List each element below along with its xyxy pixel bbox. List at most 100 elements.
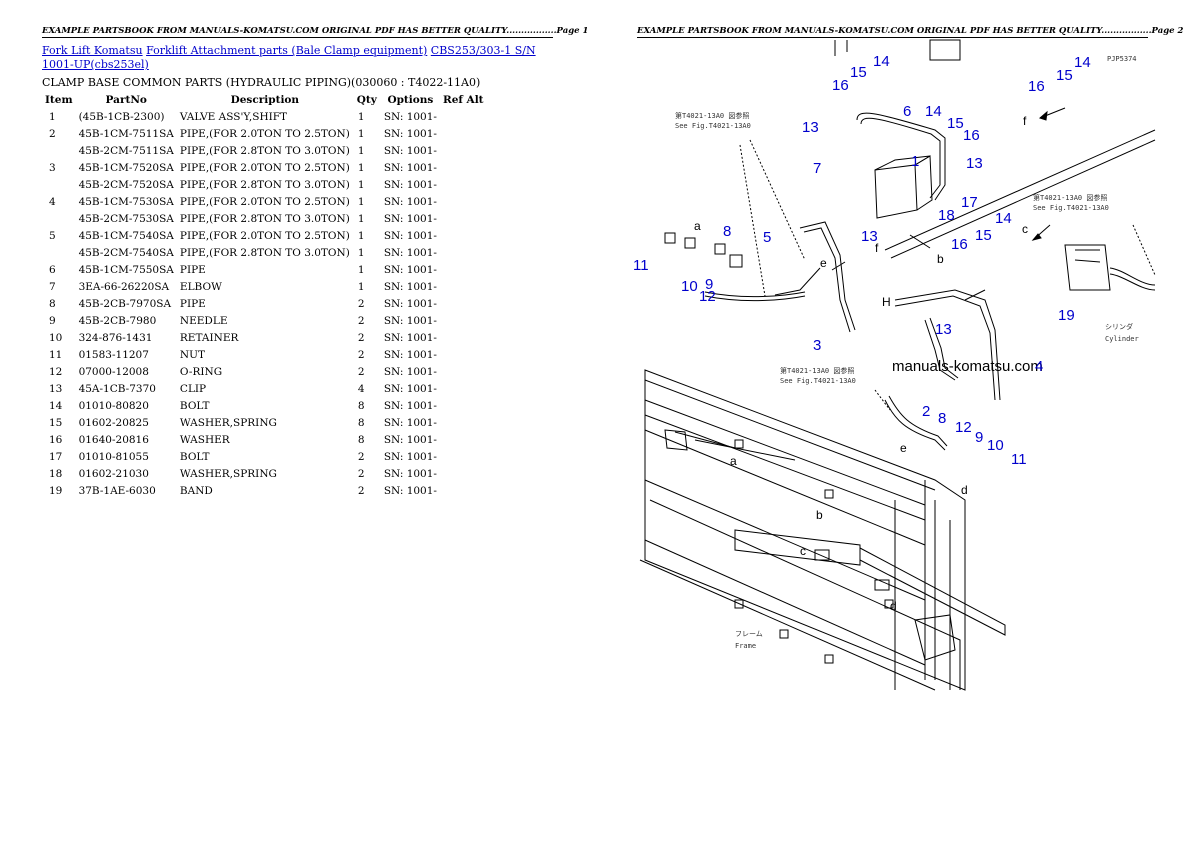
item-callout-16[interactable]: 16 — [1028, 78, 1045, 95]
item-callout-13[interactable]: 13 — [802, 119, 819, 136]
item-callout-2[interactable]: 2 — [922, 403, 930, 420]
page-header: EXAMPLE PARTSBOOK FROM MANUALS-KOMATSU.C… — [637, 26, 1184, 38]
cell-qty: 2 — [357, 348, 365, 361]
item-callout-6[interactable]: 6 — [903, 103, 911, 120]
cell-part: 45B-1CM-7511SA — [78, 127, 174, 140]
drawing-code: PJP5374 — [1107, 55, 1137, 63]
cell-item: 17 — [49, 450, 63, 463]
item-callout-14[interactable]: 14 — [925, 103, 942, 120]
cell-part: 01583-11207 — [78, 348, 149, 361]
ref-label-3: See Fig.T4021-13A0 — [780, 377, 856, 385]
cell-qty: 8 — [357, 433, 365, 446]
frame-label: Frame — [735, 642, 756, 650]
cell-qty: 1 — [357, 195, 365, 208]
cell-ref — [440, 193, 487, 210]
cell-ref — [440, 176, 487, 193]
item-callout-12[interactable]: 12 — [955, 419, 972, 436]
table-header-row: Item PartNo Description Qty Options Ref … — [42, 91, 487, 108]
item-callout-1[interactable]: 1 — [911, 153, 919, 170]
item-callout-11[interactable]: 11 — [1011, 451, 1027, 468]
item-callout-15[interactable]: 15 — [975, 227, 992, 244]
cell-item: 1 — [49, 110, 56, 123]
item-callout-9[interactable]: 9 — [705, 276, 713, 293]
cell-ref — [440, 244, 487, 261]
item-callout-16[interactable]: 16 — [951, 236, 968, 253]
cell-item — [42, 142, 76, 159]
cell-part: 01602-20825 — [78, 416, 149, 429]
parts-table: Item PartNo Description Qty Options Ref … — [42, 91, 487, 499]
cylinder-jp-label: シリンダ — [1105, 322, 1133, 331]
cell-ref — [440, 380, 487, 397]
item-callout-15[interactable]: 15 — [1056, 67, 1073, 84]
cell-item: 6 — [49, 263, 56, 276]
item-callout-4[interactable]: 4 — [1035, 358, 1043, 375]
letter-callout-d: d — [961, 483, 968, 497]
item-callout-16[interactable]: 16 — [832, 77, 849, 94]
item-callout-8[interactable]: 8 — [938, 410, 946, 427]
cell-desc: PIPE,(FOR 2.0TON TO 2.5TON) — [179, 229, 350, 242]
cell-ref — [440, 159, 487, 176]
item-callout-12[interactable]: 12 — [699, 288, 716, 305]
letter-callout-H: H — [882, 295, 891, 309]
item-callout-13[interactable]: 13 — [861, 228, 878, 245]
page-header: EXAMPLE PARTSBOOK FROM MANUALS-KOMATSU.C… — [42, 26, 589, 38]
cell-opt: SN: 1001- — [383, 110, 437, 123]
item-callout-14[interactable]: 14 — [1074, 54, 1091, 71]
cell-opt: SN: 1001- — [383, 450, 437, 463]
cell-item — [42, 244, 76, 261]
ref-label-1: See Fig.T4021-13A0 — [675, 122, 751, 130]
item-callout-7[interactable]: 7 — [813, 160, 821, 177]
item-callout-8[interactable]: 8 — [723, 223, 731, 240]
item-callout-14[interactable]: 14 — [873, 53, 890, 70]
item-callout-10[interactable]: 10 — [681, 278, 698, 295]
cell-qty: 2 — [357, 467, 365, 480]
cell-ref — [440, 142, 487, 159]
cell-part: 45B-1CM-7550SA — [78, 263, 174, 276]
item-callout-17[interactable]: 17 — [961, 194, 978, 211]
cell-ref — [440, 329, 487, 346]
cell-qty: 1 — [357, 212, 365, 225]
item-callout-19[interactable]: 19 — [1058, 307, 1075, 324]
item-callout-13[interactable]: 13 — [966, 155, 983, 172]
item-callout-15[interactable]: 15 — [947, 115, 964, 132]
item-callout-18[interactable]: 18 — [938, 207, 955, 224]
cell-desc: ELBOW — [179, 280, 222, 293]
item-callout-13[interactable]: 13 — [935, 321, 952, 338]
letter-callout-e: e — [820, 256, 827, 270]
cell-ref — [440, 125, 487, 142]
cell-opt: SN: 1001- — [383, 263, 437, 276]
item-callout-3[interactable]: 3 — [813, 337, 821, 354]
cell-qty: 1 — [357, 229, 365, 242]
cell-item — [42, 176, 76, 193]
item-callout-11[interactable]: 11 — [633, 257, 649, 274]
item-callout-5[interactable]: 5 — [763, 229, 771, 246]
breadcrumb-link-attachment[interactable]: Forklift Attachment parts (Bale Clamp eq… — [146, 44, 428, 57]
cell-qty: 2 — [357, 297, 365, 310]
column-header-partno: PartNo — [105, 93, 147, 106]
cell-opt: SN: 1001- — [383, 399, 437, 412]
cell-desc: NEEDLE — [179, 314, 228, 327]
cell-desc: PIPE,(FOR 2.0TON TO 2.5TON) — [179, 127, 350, 140]
breadcrumb: Fork Lift Komatsu Forklift Attachment pa… — [42, 44, 542, 72]
breadcrumb-link-model[interactable]: CBS253/303-1 S/N 1001-UP(cbs253el) — [42, 44, 536, 71]
breadcrumb-link-fork-lift[interactable]: Fork Lift Komatsu — [42, 44, 143, 57]
item-callout-9[interactable]: 9 — [975, 429, 983, 446]
cell-desc: O-RING — [179, 365, 223, 378]
cell-desc: CLIP — [179, 382, 207, 395]
cell-part: 45A-1CB-7370 — [78, 382, 156, 395]
cell-item: 16 — [49, 433, 63, 446]
item-callout-15[interactable]: 15 — [850, 64, 867, 81]
cell-desc: PIPE,(FOR 2.0TON TO 2.5TON) — [179, 195, 350, 208]
jp-ref-label-1: 第T4021-13A0 図参照 — [675, 111, 749, 120]
item-callout-10[interactable]: 10 — [987, 437, 1004, 454]
letter-callout-c: c — [800, 544, 806, 558]
item-callout-16[interactable]: 16 — [963, 127, 980, 144]
item-callout-14[interactable]: 14 — [995, 210, 1012, 227]
